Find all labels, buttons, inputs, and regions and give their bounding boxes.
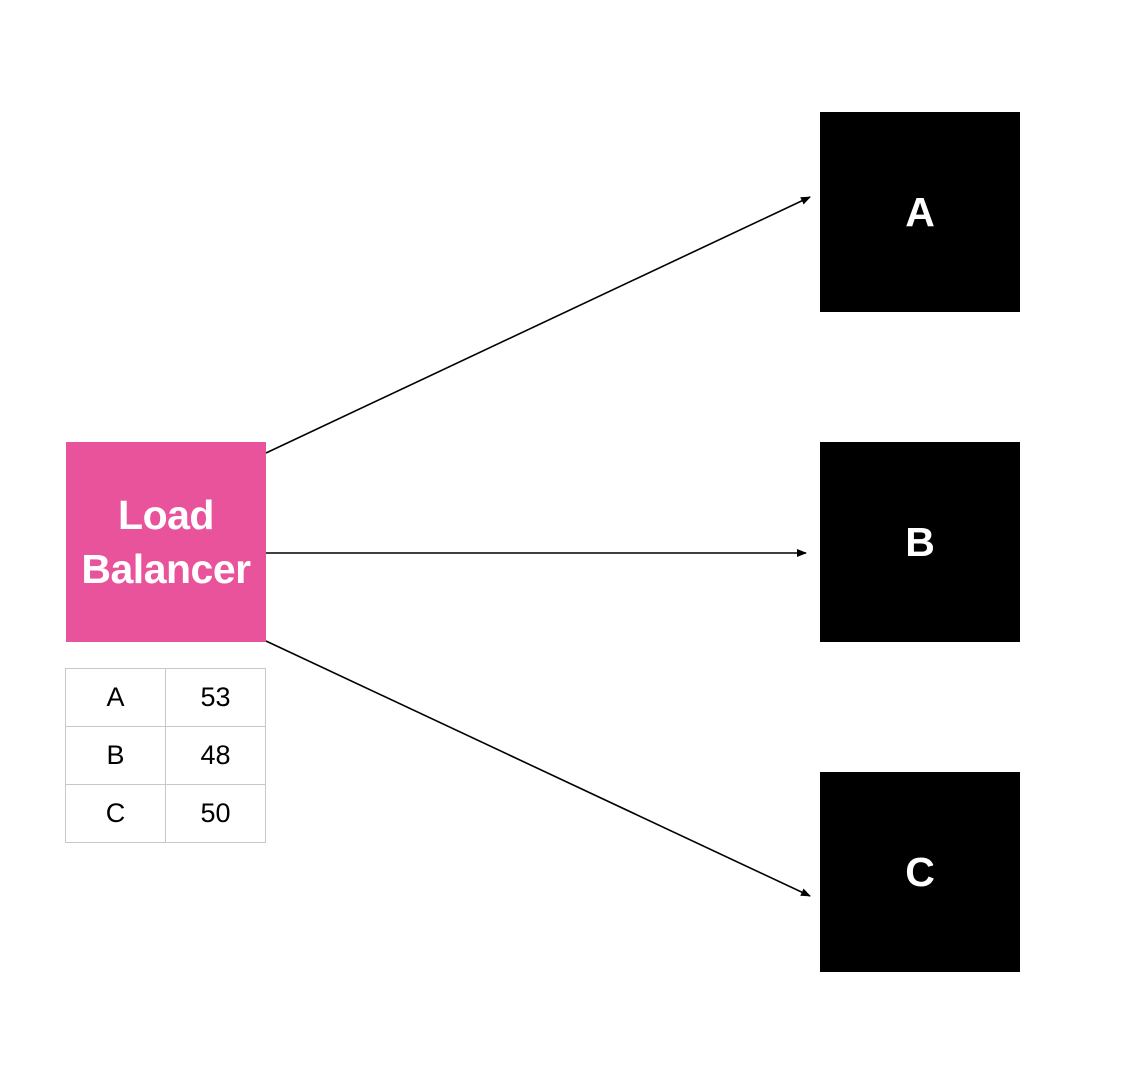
- server-node-c: C: [820, 772, 1020, 972]
- load-balancer-label: Load Balancer: [81, 488, 251, 596]
- server-node-a: A: [820, 112, 1020, 312]
- edge-lb-to-c: [265, 640, 811, 897]
- server-label-a: A: [905, 188, 935, 235]
- load-balancer-label-line-2: Balancer: [81, 546, 251, 592]
- table-cell-count: 48: [165, 726, 266, 785]
- edge-lb-to-a: [265, 196, 811, 454]
- table-cell-count: 53: [165, 668, 266, 727]
- server-node-b: B: [820, 442, 1020, 642]
- load-balancer-label-line-1: Load: [118, 492, 214, 538]
- table-cell-count: 50: [165, 784, 266, 843]
- table-row: A 53: [65, 668, 266, 727]
- server-label-c: C: [905, 848, 935, 895]
- connection-count-table: A 53 B 48 C 50: [65, 668, 266, 843]
- load-balancer-node: Load Balancer: [66, 442, 266, 642]
- table-row: C 50: [65, 784, 266, 843]
- table-row: B 48: [65, 726, 266, 785]
- table-cell-server: C: [65, 784, 166, 843]
- table-cell-server: B: [65, 726, 166, 785]
- table-cell-server: A: [65, 668, 166, 727]
- server-label-b: B: [905, 518, 935, 565]
